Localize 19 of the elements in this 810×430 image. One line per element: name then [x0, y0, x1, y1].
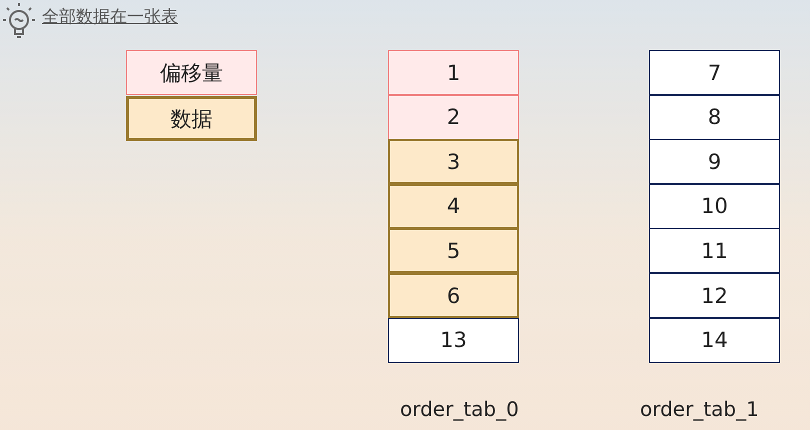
table-cell: 7: [649, 50, 780, 95]
table-cell: 2: [388, 94, 519, 140]
table-cell: 5: [388, 228, 519, 274]
table-cell: 1: [388, 50, 519, 95]
table-cell: 6: [388, 273, 519, 318]
title: 全部数据在一张表: [42, 6, 178, 28]
table-cell: 13: [388, 318, 519, 363]
legend-key: 数据: [126, 96, 257, 141]
table-cell: 4: [388, 184, 519, 229]
table-cell: 10: [649, 184, 780, 229]
table-cell: 11: [649, 228, 780, 274]
table-cell: 3: [388, 139, 519, 184]
table-caption: order_tab_1: [640, 397, 759, 421]
table-cell: 12: [649, 273, 780, 318]
table-caption: order_tab_0: [400, 397, 519, 421]
table-cell: 14: [649, 318, 780, 363]
table-cell: 9: [649, 139, 780, 184]
legend-key: 偏移量: [126, 50, 257, 95]
table-cell: 8: [649, 94, 780, 140]
